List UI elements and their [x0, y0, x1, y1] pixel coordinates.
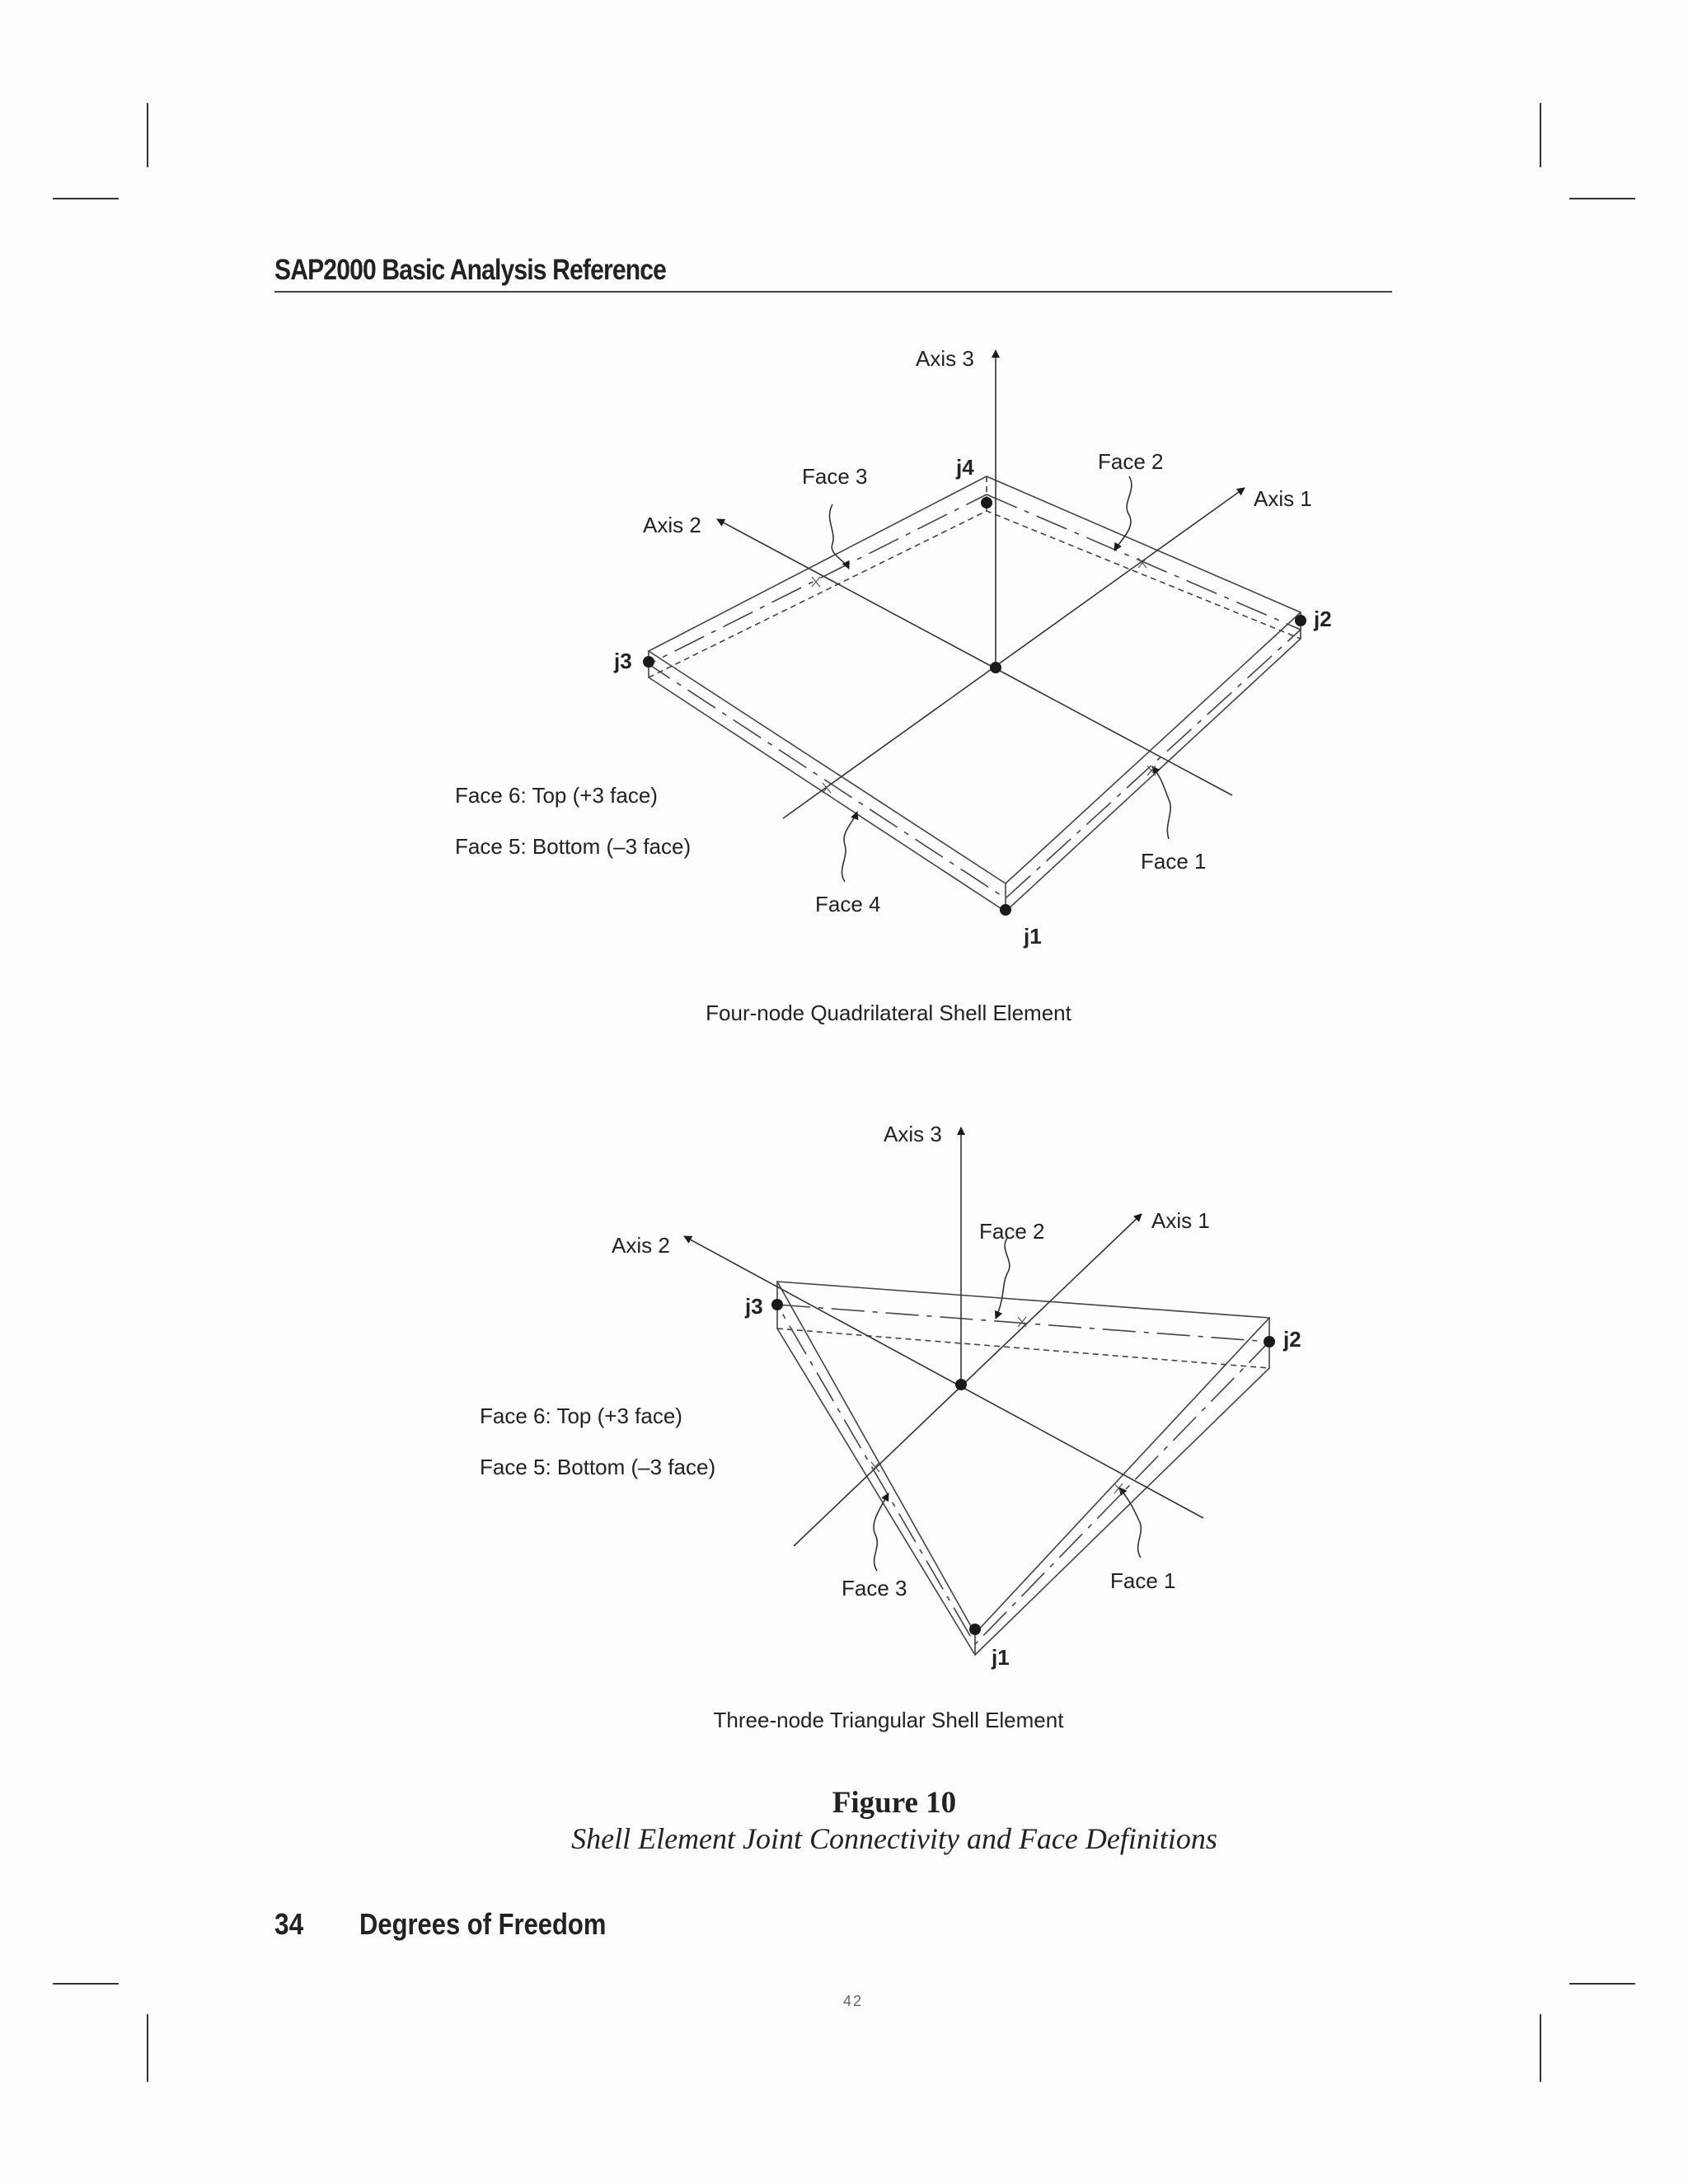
quad-axis-1-line: [782, 487, 1245, 819]
quad-caption: Four-node Quadrilateral Shell Element: [706, 1001, 1071, 1025]
tri-note-top-face: Face 6: Top (+3 face): [480, 1404, 682, 1428]
crop-mark: [1569, 1983, 1635, 1985]
quad-face-1-label: Face 1: [1141, 849, 1207, 874]
quad-note-bottom-face: Face 5: Bottom (–3 face): [455, 834, 691, 859]
tri-axis-2-label: Axis 2: [612, 1233, 670, 1258]
quad-axis-3-label: Axis 3: [916, 346, 974, 371]
quad-axis-2-line: [716, 518, 1233, 796]
tri-joint-j3-label: j3: [744, 1294, 763, 1319]
tri-face2-leader: [994, 1237, 1010, 1319]
tri-top-face: [776, 1281, 1271, 1635]
quad-joint-j4-label: j4: [955, 455, 974, 480]
quad-joint-j3: [643, 656, 654, 668]
tri-shell-diagram: [683, 1127, 1271, 1657]
quad-joint-j1: [1000, 904, 1011, 916]
tri-joints: [771, 1299, 1275, 1635]
section-title: Degrees of Freedom: [359, 1907, 607, 1941]
tri-hidden-edge: [776, 1328, 1270, 1369]
tri-joint-j3: [771, 1299, 783, 1310]
quad-face4-leader: [841, 811, 859, 883]
tri-axis-1-label: Axis 1: [1151, 1208, 1210, 1233]
crop-mark: [53, 1983, 119, 1985]
quad-face-3-label: Face 3: [802, 464, 868, 489]
quad-joint-j4: [981, 497, 992, 509]
tri-face-centroid-marks: [870, 1316, 1123, 1494]
quad-shell-diagram: [647, 349, 1302, 913]
crop-mark: [53, 198, 119, 199]
quad-joint-j3-label: j3: [613, 649, 632, 673]
header-rule: [274, 291, 1392, 293]
quad-face-4-label: Face 4: [815, 892, 881, 916]
tri-face1-leader: [1118, 1487, 1142, 1558]
tri-face-2-label: Face 2: [979, 1219, 1045, 1244]
tri-axis-3-label: Axis 3: [884, 1122, 942, 1146]
tri-note-bottom-face: Face 5: Bottom (–3 face): [480, 1455, 715, 1479]
quad-face-centroid-marks: [811, 557, 1156, 794]
tri-axis-1-line: [793, 1213, 1142, 1547]
tri-caption: Three-node Triangular Shell Element: [714, 1708, 1065, 1732]
quad-face1-leader: [1151, 766, 1171, 840]
figure-title: Figure 10: [832, 1786, 957, 1820]
figure-subtitle: Shell Element Joint Connectivity and Fac…: [571, 1822, 1217, 1855]
crop-mark: [1569, 198, 1635, 199]
crop-mark: [1540, 2014, 1541, 2082]
quad-joint-j2: [1295, 615, 1306, 626]
crop-mark: [1540, 103, 1541, 167]
quad-joints: [643, 497, 1306, 916]
quad-face2-leader: [1114, 476, 1132, 551]
tri-face3-leader: [873, 1493, 889, 1572]
quad-hidden-edge: [648, 510, 1301, 678]
quad-midsurface-line: [647, 494, 1302, 900]
quad-axis-2-label: Axis 2: [643, 513, 701, 537]
tri-joint-j2-label: j2: [1282, 1327, 1301, 1352]
quad-joint-j2-label: j2: [1313, 607, 1332, 631]
tri-joint-j1-label: j1: [991, 1645, 1010, 1670]
crop-mark: [147, 103, 148, 167]
tri-axis-2-line: [683, 1235, 1204, 1519]
tri-joint-j2: [1264, 1336, 1275, 1347]
quad-origin: [990, 662, 1001, 673]
quad-face-2-label: Face 2: [1098, 449, 1164, 474]
quad-top-face: [647, 476, 1302, 885]
quad-axis-1-label: Axis 1: [1254, 486, 1312, 511]
tri-face-3-label: Face 3: [842, 1576, 907, 1601]
quad-joint-j1-label: j1: [1023, 924, 1042, 949]
running-header: SAP2000 Basic Analysis Reference: [274, 254, 667, 286]
tri-joint-j1: [969, 1624, 981, 1635]
quad-note-top-face: Face 6: Top (+3 face): [455, 783, 658, 808]
tri-origin: [955, 1379, 967, 1390]
page-number: 34: [274, 1907, 304, 1941]
quad-face3-leader: [828, 504, 850, 569]
crop-mark: [147, 2014, 148, 2082]
tri-face-1-label: Face 1: [1110, 1568, 1176, 1593]
page-index: 42: [842, 1993, 864, 2009]
